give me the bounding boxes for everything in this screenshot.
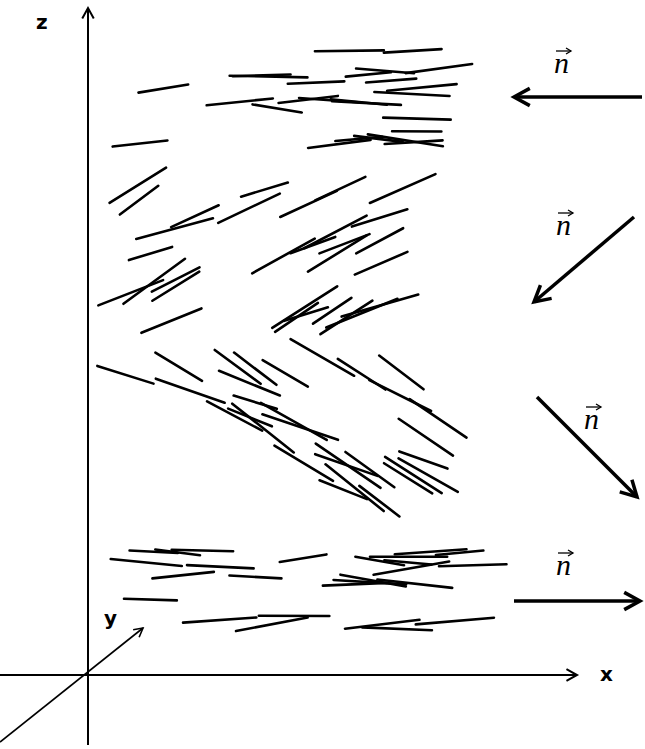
molecule	[218, 194, 280, 223]
molecule	[129, 247, 172, 260]
molecule	[379, 356, 423, 390]
molecule	[261, 403, 327, 440]
molecule	[370, 174, 436, 203]
y-axis	[0, 628, 143, 742]
molecule	[315, 454, 377, 476]
molecule	[138, 84, 188, 92]
molecule	[183, 617, 256, 622]
molecule	[315, 177, 365, 201]
molecule	[384, 560, 431, 564]
z-axis-head	[82, 8, 94, 19]
director-arrow-head	[534, 285, 552, 302]
molecule	[113, 140, 168, 146]
molecule	[263, 360, 308, 386]
molecule	[362, 627, 432, 630]
molecule	[172, 550, 233, 551]
molecule	[346, 72, 391, 76]
molecule	[304, 216, 366, 249]
x-axis-head	[566, 669, 577, 681]
molecule	[355, 252, 408, 275]
molecule	[299, 98, 362, 103]
molecule	[291, 339, 355, 376]
molecule	[155, 549, 200, 555]
molecule	[359, 486, 399, 517]
molecule	[399, 419, 453, 456]
molecule	[253, 104, 302, 112]
z-axis	[87, 8, 89, 745]
molecule	[290, 237, 335, 253]
molecule	[229, 576, 281, 579]
molecule	[236, 617, 308, 631]
molecule	[124, 599, 177, 601]
molecule	[97, 366, 153, 384]
molecule	[136, 218, 213, 239]
molecule	[374, 92, 449, 96]
director-arrow	[534, 217, 634, 302]
molecule	[207, 98, 273, 105]
x-axis	[0, 674, 577, 676]
molecule	[323, 583, 387, 586]
director-arrow-head	[620, 480, 637, 497]
molecule	[111, 559, 182, 566]
molecule	[416, 618, 494, 625]
molecule	[338, 359, 386, 390]
molecule	[141, 308, 201, 332]
molecule	[384, 49, 442, 52]
axis-label: z	[36, 12, 48, 32]
director-arrow-head	[514, 88, 530, 105]
molecule	[368, 134, 443, 146]
molecule	[406, 64, 473, 73]
molecule	[384, 463, 432, 493]
molecule	[326, 299, 397, 328]
molecule	[259, 614, 329, 617]
molecule	[280, 554, 327, 562]
molecule	[313, 298, 351, 324]
molecule	[274, 446, 333, 481]
molecule	[308, 140, 371, 148]
molecule	[155, 353, 202, 381]
molecule	[123, 259, 185, 304]
axis-label: y	[104, 608, 117, 628]
molecule	[320, 480, 367, 499]
molecule	[219, 371, 280, 396]
molecule	[233, 75, 291, 77]
director-label: n	[554, 48, 569, 78]
molecule	[395, 549, 467, 554]
molecule	[120, 186, 158, 215]
molecule	[252, 239, 315, 274]
molecule	[152, 572, 213, 578]
director-arrow	[514, 95, 642, 99]
director-label: n	[556, 210, 571, 240]
molecule	[241, 183, 288, 197]
molecule	[383, 118, 451, 120]
axis-label: x	[600, 664, 613, 684]
molecule	[366, 79, 416, 83]
director-label: n	[556, 550, 571, 580]
molecule	[187, 565, 254, 568]
molecule	[272, 286, 337, 328]
molecule	[232, 404, 293, 453]
molecule	[399, 451, 447, 468]
molecule	[316, 444, 381, 488]
y-axis-head	[133, 628, 143, 637]
molecule	[152, 267, 200, 291]
director-label: n	[584, 404, 599, 434]
molecule	[399, 458, 458, 492]
molecule	[152, 272, 199, 301]
director-arrow	[537, 397, 637, 497]
molecule	[387, 84, 456, 91]
molecule	[356, 228, 403, 253]
molecule	[288, 81, 345, 83]
molecule	[320, 301, 372, 335]
molecule	[315, 49, 384, 52]
molecule	[392, 130, 441, 133]
molecule	[439, 564, 506, 566]
director-arrow-head	[624, 592, 640, 609]
molecule	[156, 379, 225, 403]
molecule	[275, 303, 318, 332]
director-arrow	[514, 599, 640, 603]
